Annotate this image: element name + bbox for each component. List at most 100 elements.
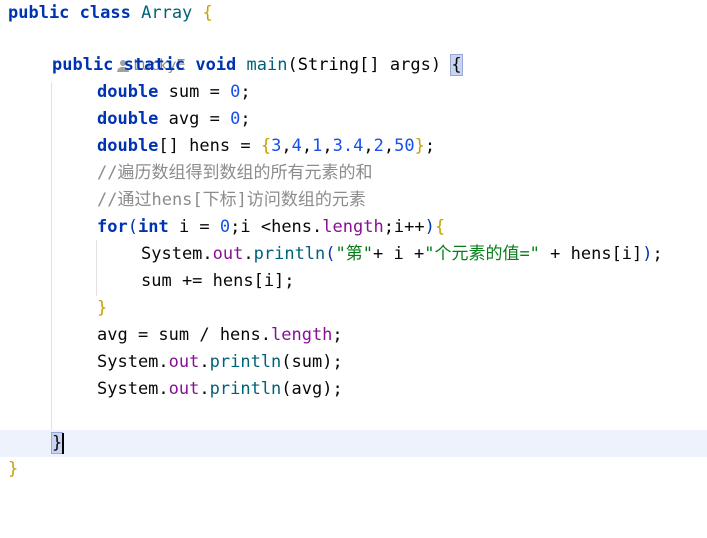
dot: . xyxy=(199,379,210,399)
code-line-empty[interactable] xyxy=(0,403,707,430)
arguments: (avg); xyxy=(281,379,343,399)
expression: + hens[i] xyxy=(539,244,643,264)
class-ref: System. xyxy=(97,379,169,399)
variable: sum xyxy=(168,82,200,102)
number: 0 xyxy=(230,82,241,102)
class-ref: System. xyxy=(141,244,213,264)
paren: ) xyxy=(430,55,442,75)
brackets: [] xyxy=(158,136,179,156)
number: 3.4 xyxy=(332,136,364,156)
keyword: double xyxy=(97,109,159,129)
field: length xyxy=(322,217,384,237)
for-inc: ;i++ xyxy=(383,217,425,237)
number: 3 xyxy=(271,136,282,156)
for-cond: ;i <hens. xyxy=(230,217,323,237)
field: out xyxy=(212,244,244,264)
keyword: class xyxy=(79,3,131,23)
statement: sum += hens[i]; xyxy=(141,271,295,291)
author-name: LuckyE xyxy=(133,56,186,74)
dot: . xyxy=(243,244,254,264)
semicolon: ; xyxy=(652,244,663,264)
variable: avg xyxy=(168,109,200,129)
code-line-avg-calc[interactable]: avg = sum / hens.length; xyxy=(0,322,707,349)
code-line-println[interactable]: System.out.println("第"+ i +"个元素的值=" + he… xyxy=(0,241,707,268)
for-init: i = xyxy=(178,217,220,237)
class-ref: System. xyxy=(97,352,169,372)
code-line-println-sum[interactable]: System.out.println(sum); xyxy=(0,349,707,376)
code-line-sum-decl[interactable]: double sum = 0; xyxy=(0,79,707,106)
code-line-println-avg[interactable]: System.out.println(avg); xyxy=(0,376,707,403)
semicolon: ; xyxy=(424,136,436,156)
semicolon: ; xyxy=(240,109,251,129)
keyword: public xyxy=(52,55,114,75)
code-line-class-close[interactable]: } xyxy=(0,456,707,483)
brace: { xyxy=(260,136,272,156)
brace: } xyxy=(8,459,19,479)
code-editor[interactable]: public class Array { LuckyE public stati… xyxy=(0,0,707,479)
matched-brace: { xyxy=(450,54,463,76)
brace: { xyxy=(202,3,213,23)
arguments: (sum); xyxy=(281,352,343,372)
number: 2 xyxy=(373,136,384,156)
user-icon xyxy=(117,59,130,72)
operator: = xyxy=(240,136,251,156)
keyword: static xyxy=(123,55,186,75)
code-line-comment[interactable]: //通过hens[下标]访问数组的元素 xyxy=(0,187,707,214)
operator: = xyxy=(209,82,220,102)
code-line-main-decl[interactable]: public static void main(String[] args) { xyxy=(0,52,707,79)
statement: avg = sum / hens. xyxy=(97,325,271,345)
string-literal: "第" xyxy=(335,244,374,264)
code-line-comment[interactable]: //遍历数组得到数组的所有元素的和 xyxy=(0,160,707,187)
field: length xyxy=(271,325,333,345)
method-call: println xyxy=(209,379,282,399)
indent-guide xyxy=(51,82,52,430)
brace: } xyxy=(97,298,108,318)
keyword: double xyxy=(97,136,159,156)
number: 0 xyxy=(219,217,231,237)
code-line-for-loop[interactable]: for(int i = 0;i <hens.length;i++){ xyxy=(0,214,707,241)
param-name: args xyxy=(389,55,431,75)
code-line-sum-add[interactable]: sum += hens[i]; xyxy=(0,268,707,295)
keyword: int xyxy=(137,217,169,237)
dot: . xyxy=(199,352,210,372)
variable: hens xyxy=(189,136,231,156)
string-literal: "个元素的值=" xyxy=(424,244,540,264)
number: 0 xyxy=(230,109,241,129)
matched-brace: } xyxy=(50,432,64,454)
comment: //通过hens[下标]访问数组的元素 xyxy=(97,190,366,210)
paren: ( xyxy=(127,217,138,237)
operator: = xyxy=(209,109,220,129)
indent-guide xyxy=(96,240,97,296)
paren: ) xyxy=(642,244,653,264)
class-name: Array xyxy=(141,3,193,23)
field: out xyxy=(168,379,200,399)
code-line-class-decl[interactable]: public class Array { xyxy=(0,0,707,27)
keyword: void xyxy=(195,55,237,75)
code-line-main-close[interactable]: } xyxy=(0,430,707,457)
semicolon: ; xyxy=(240,82,251,102)
text-caret xyxy=(62,433,64,454)
comment: //遍历数组得到数组的所有元素的和 xyxy=(97,163,373,183)
keyword: for xyxy=(97,217,128,237)
method-name: main xyxy=(246,55,288,75)
expression: + i + xyxy=(373,244,425,264)
number: 50 xyxy=(394,136,415,156)
paren: ) xyxy=(424,217,435,237)
code-author-hint[interactable]: LuckyE xyxy=(0,25,707,74)
brace: { xyxy=(434,217,446,237)
method-call: println xyxy=(253,244,326,264)
param-type: String[] xyxy=(297,55,380,75)
field: out xyxy=(168,352,200,372)
code-line-avg-decl[interactable]: double avg = 0; xyxy=(0,106,707,133)
number: 1 xyxy=(312,136,323,156)
brace: } xyxy=(414,136,425,156)
paren: ( xyxy=(287,55,298,75)
keyword: double xyxy=(97,82,159,102)
paren: ( xyxy=(325,244,336,264)
code-line-for-close[interactable]: } xyxy=(0,295,707,322)
code-line-hens-decl[interactable]: double[] hens = {3,4,1,3.4,2,50}; xyxy=(97,136,436,156)
semicolon: ; xyxy=(332,325,343,345)
number: 4 xyxy=(291,136,302,156)
keyword: public xyxy=(8,3,70,23)
method-call: println xyxy=(209,352,282,372)
